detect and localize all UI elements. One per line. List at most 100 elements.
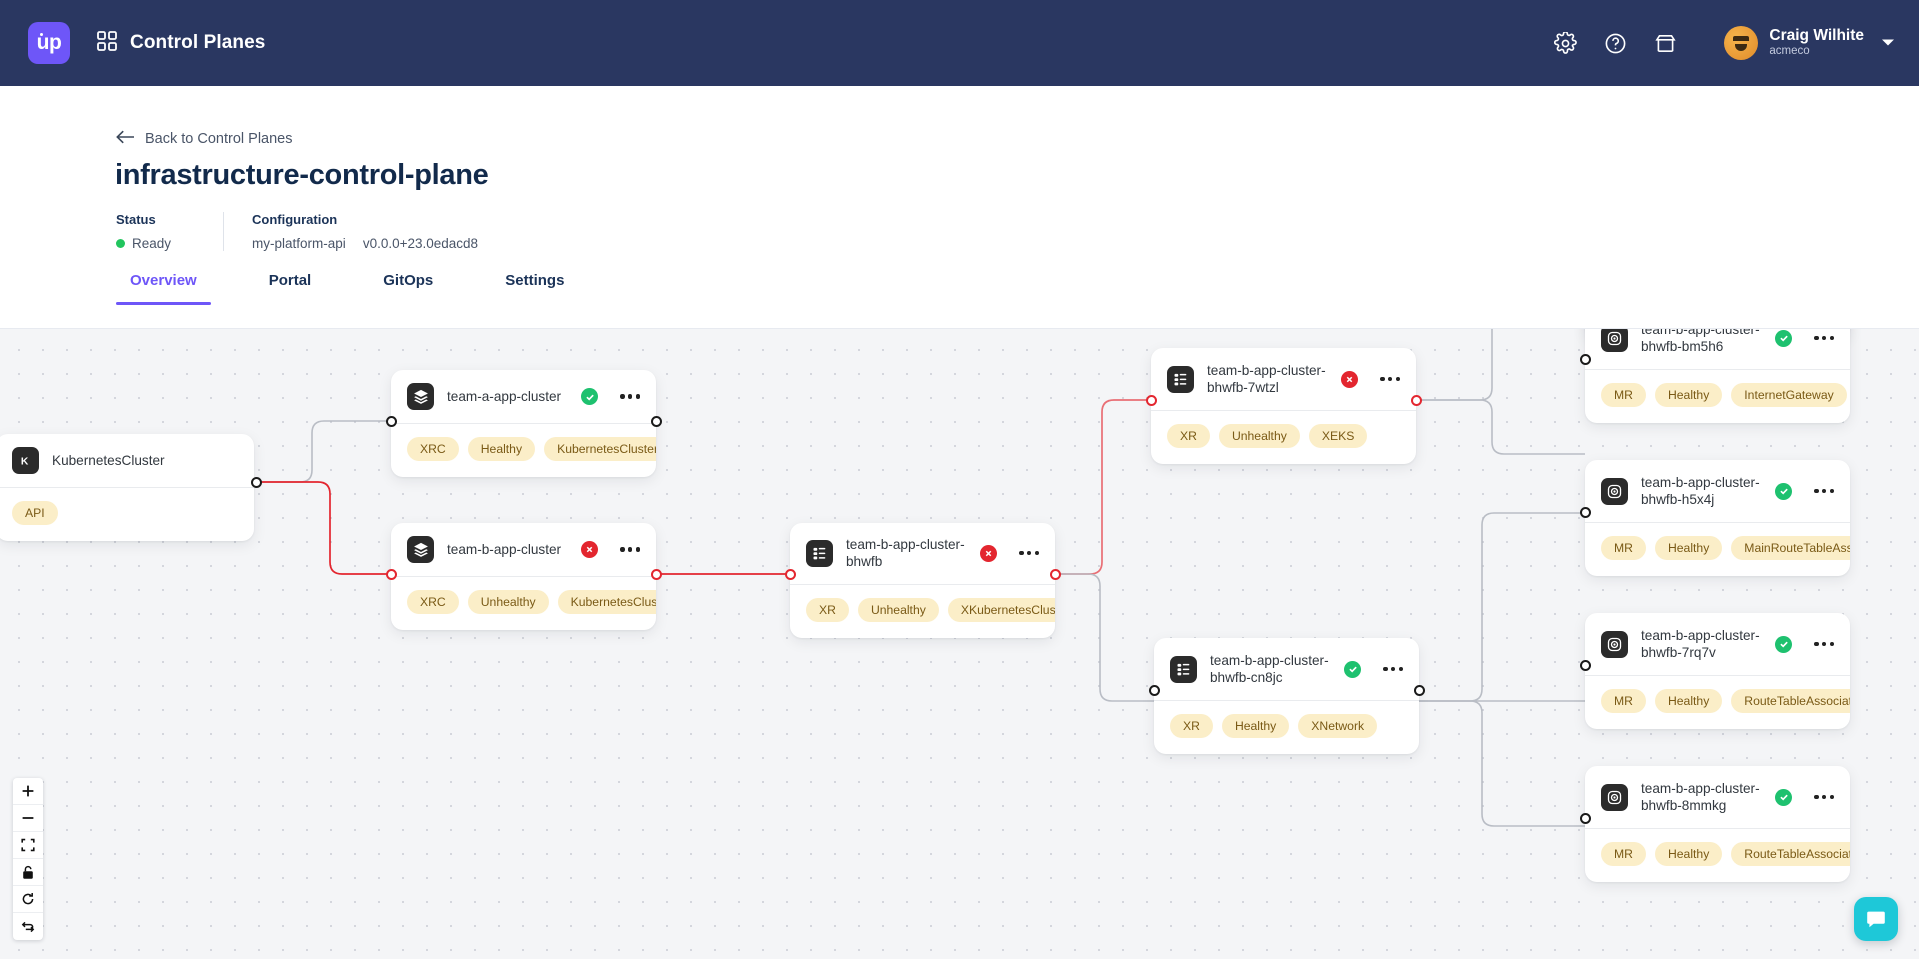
node-tag: Unhealthy	[857, 597, 939, 622]
status-error-icon	[581, 541, 599, 558]
chat-widget-button[interactable]	[1854, 897, 1898, 941]
configuration-version: v0.0.0+23.0edacd8	[362, 236, 479, 251]
grid-apps-icon[interactable]	[96, 30, 118, 57]
status-dot-icon	[116, 239, 125, 248]
help-circle-icon[interactable]	[1602, 30, 1628, 56]
node-tag: XR	[1170, 714, 1213, 738]
port-bhwfb-in[interactable]	[785, 569, 796, 580]
node-card-kubernetescluster[interactable]: K KubernetesCluster API	[0, 434, 254, 541]
header-divider	[0, 328, 1919, 329]
configuration-label: Configuration	[252, 212, 338, 227]
back-link-label: Back to Control Planes	[145, 131, 293, 147]
crossplane-k-icon: K	[12, 447, 39, 474]
status-value: Ready	[132, 236, 172, 251]
node-tag: Healthy	[1221, 714, 1290, 738]
zoom-in-button[interactable]	[13, 778, 43, 805]
nav-title: Control Planes	[130, 32, 266, 53]
fit-view-button[interactable]	[13, 832, 43, 859]
port-team-b-in[interactable]	[386, 569, 397, 580]
port-cn8jc-in[interactable]	[1149, 685, 1160, 696]
node-menu-button[interactable]	[1371, 373, 1402, 385]
layers-icon	[407, 383, 434, 410]
node-menu-button[interactable]	[1805, 485, 1836, 497]
node-tag: MR	[1601, 383, 1646, 407]
port-bhwfb-out[interactable]	[1050, 569, 1061, 580]
edge-7wtzl-to-bm5h6	[1416, 399, 1585, 455]
port-7wtzl-in[interactable]	[1146, 395, 1157, 406]
port-h5x4j-in[interactable]	[1580, 507, 1591, 518]
back-to-control-planes-link[interactable]: Back to Control Planes	[116, 130, 293, 148]
refresh-button[interactable]	[13, 913, 43, 940]
user-name: Craig Wilhite	[1769, 27, 1864, 45]
edge-cn8jc-to-h5x4j	[1419, 512, 1585, 702]
composite-icon	[1170, 655, 1197, 683]
zoom-out-button[interactable]	[13, 805, 43, 832]
tab-portal[interactable]: Portal	[268, 272, 312, 289]
status-label: Status	[116, 212, 156, 227]
node-tag: MR	[1601, 842, 1646, 866]
port-kubernetescluster-out[interactable]	[251, 477, 262, 488]
tab-gitops[interactable]: GitOps	[383, 272, 434, 289]
port-team-a-out[interactable]	[651, 416, 662, 427]
node-tag: XR	[1167, 424, 1210, 448]
node-tag: XRC	[407, 437, 459, 461]
node-divider	[0, 487, 254, 488]
port-7wtzl-out[interactable]	[1411, 395, 1422, 406]
chevron-down-icon[interactable]	[1881, 34, 1895, 52]
layers-icon	[407, 536, 434, 563]
status-error-icon	[1341, 370, 1359, 388]
tab-settings[interactable]: Settings	[505, 272, 565, 289]
status-ok-icon	[1775, 329, 1793, 347]
node-menu-button[interactable]	[1805, 791, 1836, 803]
node-tag: MainRouteTableAssociation	[1731, 536, 1850, 560]
upbound-logo[interactable]: up	[28, 22, 70, 64]
resource-graph-canvas[interactable]: K KubernetesCluster API team-a-app-clust…	[0, 329, 1919, 959]
node-menu-button[interactable]	[611, 543, 642, 555]
node-divider	[1585, 828, 1850, 829]
page-title: infrastructure-control-plane	[115, 159, 489, 191]
marketplace-icon[interactable]	[1652, 30, 1678, 56]
node-card-team-b-app-cluster-bhwfb-8mmkg[interactable]: team-b-app-cluster-bhwfb-8mmkg MR Health…	[1585, 766, 1850, 882]
node-menu-button[interactable]	[1374, 663, 1405, 675]
status-error-icon	[980, 544, 998, 562]
port-8mmkg-in[interactable]	[1580, 813, 1591, 824]
node-tag: Healthy	[467, 437, 536, 461]
chat-bubble-icon	[1867, 911, 1885, 928]
node-menu-button[interactable]	[1010, 547, 1041, 559]
node-tag: MR	[1601, 689, 1646, 713]
node-card-team-a-app-cluster[interactable]: team-a-app-cluster XRC Healthy Kubernete…	[391, 370, 656, 477]
node-menu-button[interactable]	[1805, 638, 1836, 650]
node-tag: KubernetesCluster	[557, 590, 656, 614]
node-tag: RouteTableAssociation	[1731, 689, 1850, 713]
tab-bar: Overview Portal GitOps Settings	[116, 272, 578, 305]
port-team-b-out[interactable]	[651, 569, 662, 580]
node-tag: XRC	[407, 590, 459, 614]
port-team-a-in[interactable]	[386, 416, 397, 427]
node-divider	[1585, 369, 1850, 370]
node-card-team-b-app-cluster-bhwfb[interactable]: team-b-app-cluster-bhwfb XR Unhealthy XK…	[790, 523, 1055, 638]
node-title: team-b-app-cluster-bhwfb	[846, 537, 965, 570]
gear-icon[interactable]	[1552, 30, 1578, 56]
node-card-team-b-app-cluster-bhwfb-7rq7v[interactable]: team-b-app-cluster-bhwfb-7rq7v MR Health…	[1585, 613, 1850, 729]
port-cn8jc-out[interactable]	[1414, 685, 1425, 696]
reset-button[interactable]	[13, 886, 43, 913]
node-divider	[1585, 522, 1850, 523]
node-card-team-b-app-cluster-bhwfb-7wtzl[interactable]: team-b-app-cluster-bhwfb-7wtzl XR Unheal…	[1151, 348, 1416, 464]
node-card-team-b-app-cluster-bhwfb-h5x4j[interactable]: team-b-app-cluster-bhwfb-h5x4j MR Health…	[1585, 460, 1850, 576]
edge-cn8jc-to-8mmkg	[1419, 700, 1585, 827]
node-card-team-b-app-cluster[interactable]: team-b-app-cluster XRC Unhealthy Kuberne…	[391, 523, 656, 630]
port-7rq7v-in[interactable]	[1580, 660, 1591, 671]
user-menu[interactable]: Craig Wilhite acmeco	[1724, 26, 1895, 60]
node-menu-button[interactable]	[1805, 332, 1836, 344]
node-divider	[1154, 700, 1419, 701]
port-bm5h6-in[interactable]	[1580, 354, 1591, 365]
node-divider	[391, 576, 656, 577]
node-menu-button[interactable]	[611, 390, 642, 402]
node-card-team-b-app-cluster-bhwfb-bm5h6[interactable]: team-b-app-cluster-bhwfb-bm5h6 MR Health…	[1585, 329, 1850, 423]
lock-button[interactable]	[13, 859, 43, 886]
tab-overview[interactable]: Overview	[116, 272, 211, 305]
node-title: team-b-app-cluster-bhwfb-cn8jc	[1210, 652, 1329, 685]
node-title: team-a-app-cluster	[447, 388, 562, 404]
node-tag: RouteTableAssociation	[1731, 842, 1850, 866]
node-card-team-b-app-cluster-bhwfb-cn8jc[interactable]: team-b-app-cluster-bhwfb-cn8jc XR Health…	[1154, 638, 1419, 754]
